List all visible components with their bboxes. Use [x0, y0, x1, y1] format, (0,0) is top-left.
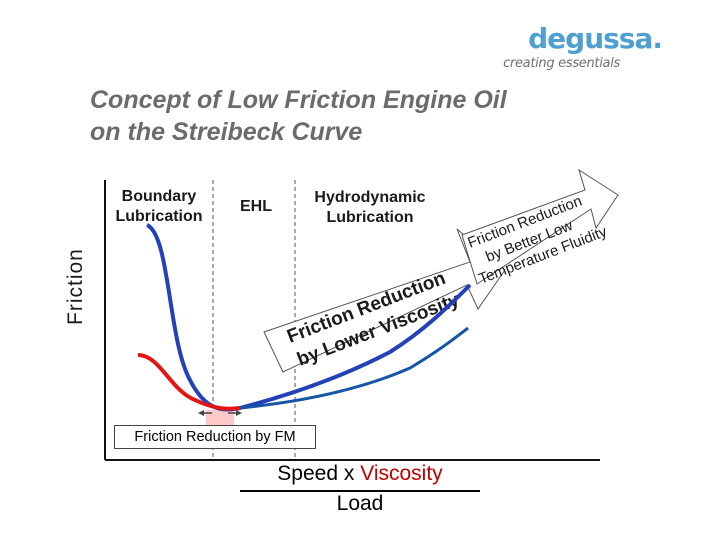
- slide-title: Concept of Low Friction Engine Oil on th…: [90, 84, 610, 148]
- region-boundary-lubrication: Boundary Lubrication: [108, 187, 210, 227]
- logo-tagline: creating essentials: [503, 56, 620, 71]
- viscosity-reduction-arrow: [263, 228, 506, 373]
- fraction-bar: [240, 490, 480, 492]
- fm-reduction-label: Friction Reduction by FM: [114, 425, 316, 449]
- title-line-1: Concept of Low Friction Engine Oil: [90, 86, 507, 114]
- x-label-accent: Viscosity: [360, 462, 443, 485]
- region-ehl: EHL: [240, 198, 272, 215]
- x-label-plain: Speed x: [277, 462, 361, 485]
- low-viscosity-curve: [239, 326, 469, 410]
- temperature-fluidity-arrow: [461, 168, 619, 285]
- fm-reduction-bar: [206, 410, 234, 428]
- logo-name: degussa.: [528, 22, 663, 55]
- title-line-2: on the Streibeck Curve: [90, 118, 363, 146]
- boundary-label-2: Lubrication: [115, 208, 203, 225]
- x-axis-label-denominator: Load: [336, 492, 384, 515]
- hydrodynamic-label-2: Lubrication: [326, 209, 414, 226]
- degussa-logo: degussa. creating essentials: [500, 22, 700, 82]
- boundary-label-1: Boundary: [121, 188, 197, 205]
- x-axis-label-numerator: Speed x Viscosity: [230, 462, 490, 486]
- region-hydrodynamic-lubrication: Hydrodynamic Lubrication: [300, 188, 440, 228]
- hydrodynamic-label-1: Hydrodynamic: [314, 189, 426, 206]
- fm-oil-curve: [137, 353, 241, 411]
